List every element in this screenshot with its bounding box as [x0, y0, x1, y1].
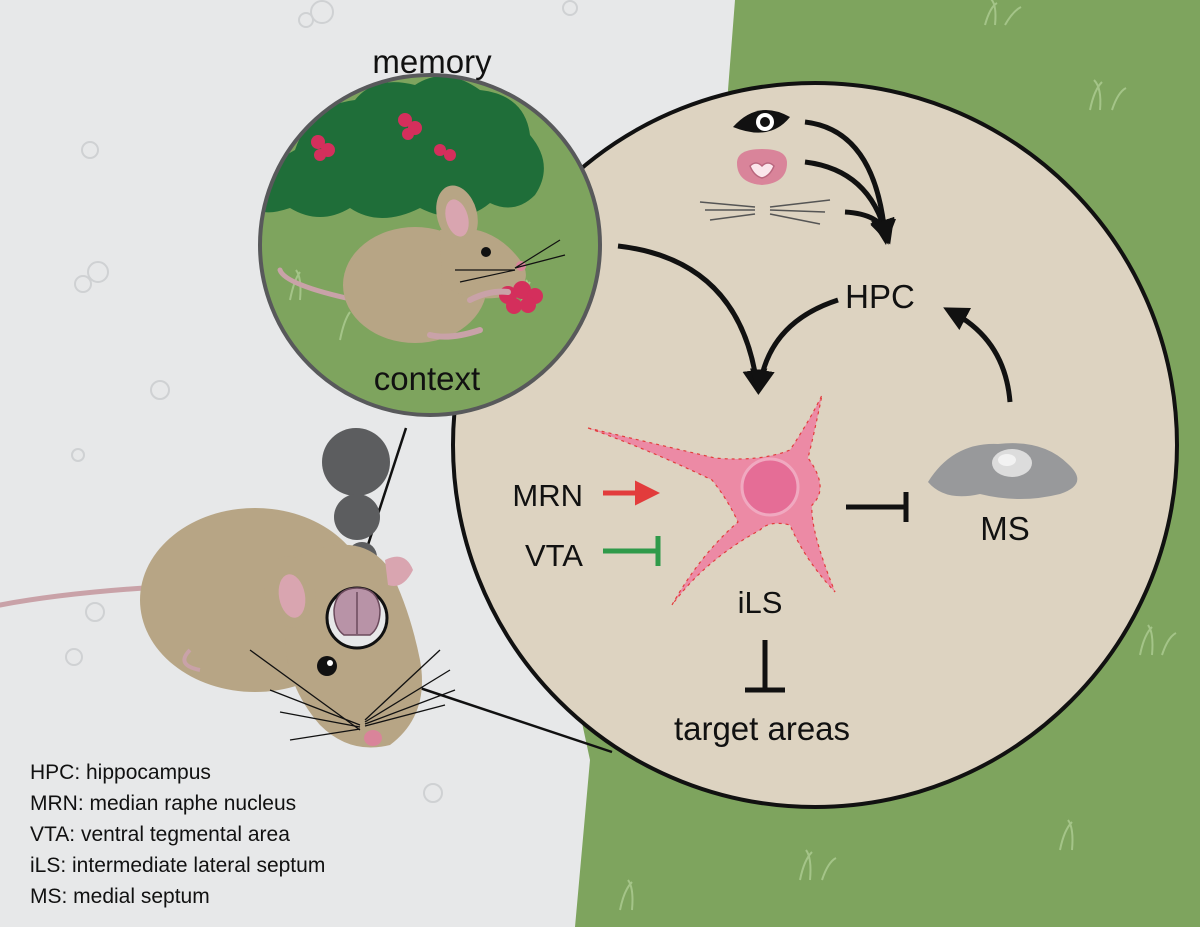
vta-label: VTA — [525, 538, 583, 573]
circuit-circle — [451, 81, 1179, 809]
mouse-nose — [364, 730, 382, 746]
inhibit-ils-to-ms — [846, 492, 909, 522]
inhibit-ils-to-targets — [745, 640, 785, 693]
target-areas-label: target areas — [674, 710, 850, 747]
eye-icon — [733, 109, 790, 133]
ils-label: iLS — [738, 585, 783, 620]
inhibit-vta-to-ils — [603, 536, 661, 566]
ms-label: MS — [980, 510, 1030, 547]
legend-item: iLS: intermediate lateral septum — [30, 854, 325, 877]
arrows — [603, 119, 1013, 506]
ms-region — [928, 443, 1078, 499]
mrn-label: MRN — [512, 478, 583, 513]
arrow-hpc-to-ils — [750, 297, 839, 395]
berries — [311, 113, 456, 161]
legend-item: MS: medial septum — [30, 885, 210, 908]
neuron-soma — [740, 457, 800, 517]
legend-item: VTA: ventral tegmental area — [30, 823, 290, 846]
hpc-label: HPC — [845, 278, 915, 315]
nose-icon — [737, 149, 787, 185]
arrow-context-to-ils — [617, 243, 768, 395]
memory-label: memory — [372, 43, 492, 80]
arrow-whiskers-to-hpc — [844, 209, 895, 245]
whiskers-icon — [699, 199, 831, 225]
context-label: context — [374, 360, 480, 397]
pebbles — [65, 0, 578, 803]
legend: HPC: hippocampus MRN: median raphe nucle… — [30, 761, 325, 908]
mouse-whiskers — [249, 649, 456, 741]
memory-inset — [258, 73, 602, 417]
ils-neuron — [587, 394, 836, 606]
legend-item: HPC: hippocampus — [30, 761, 211, 784]
arrow-eye-to-hpc — [804, 119, 897, 245]
inhibitory-arrows — [603, 492, 909, 693]
arrow-ms-to-hpc — [943, 307, 1013, 403]
mouse-eye — [317, 656, 337, 676]
mouse-illustration — [0, 508, 456, 748]
legend-item: MRN: median raphe nucleus — [30, 792, 296, 815]
